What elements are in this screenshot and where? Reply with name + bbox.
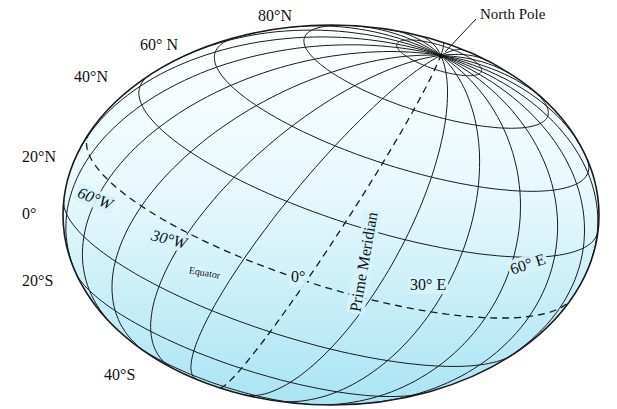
coordinate-label: 30° E [408,276,448,294]
coordinate-label: 60° N [140,36,178,54]
pole-label: North Pole [480,6,545,23]
north-pole-dot [439,54,444,59]
parallel-line [75,271,426,396]
pole-leader-line [445,19,476,52]
meridian-line [244,55,448,395]
meridian-line [441,55,547,102]
coordinate-label: 20°S [22,272,53,290]
meridian-line [441,55,587,157]
coordinate-label: 40°S [104,366,135,384]
parallel-line [304,25,548,128]
coordinate-label: 20°N [22,148,56,166]
coordinate-label: 80°N [258,7,292,25]
globe-fill [63,25,599,405]
coordinate-label: 0° [289,268,307,286]
prime-meridian-line [220,55,441,388]
meridian-line [72,37,440,165]
coordinate-label: 40°N [74,68,108,86]
parallel-line [214,37,589,191]
meridian-line [151,55,441,368]
meridian-line [191,55,441,379]
meridian-line [441,55,513,75]
meridian-line [112,55,441,355]
globe-outline [63,25,599,405]
meridian-line [374,55,557,402]
meridian-line [271,55,479,401]
meridian-line [313,55,520,404]
parallel-line [397,40,482,76]
meridian-line [82,52,440,328]
coordinate-label: 0° [22,205,36,223]
meridian-line [441,42,444,55]
meridian-line [441,55,598,265]
meridian-line [441,55,585,372]
meridian-line [441,50,464,56]
equator-line [87,132,572,318]
graticule [64,25,599,405]
parallel-line [130,341,315,405]
